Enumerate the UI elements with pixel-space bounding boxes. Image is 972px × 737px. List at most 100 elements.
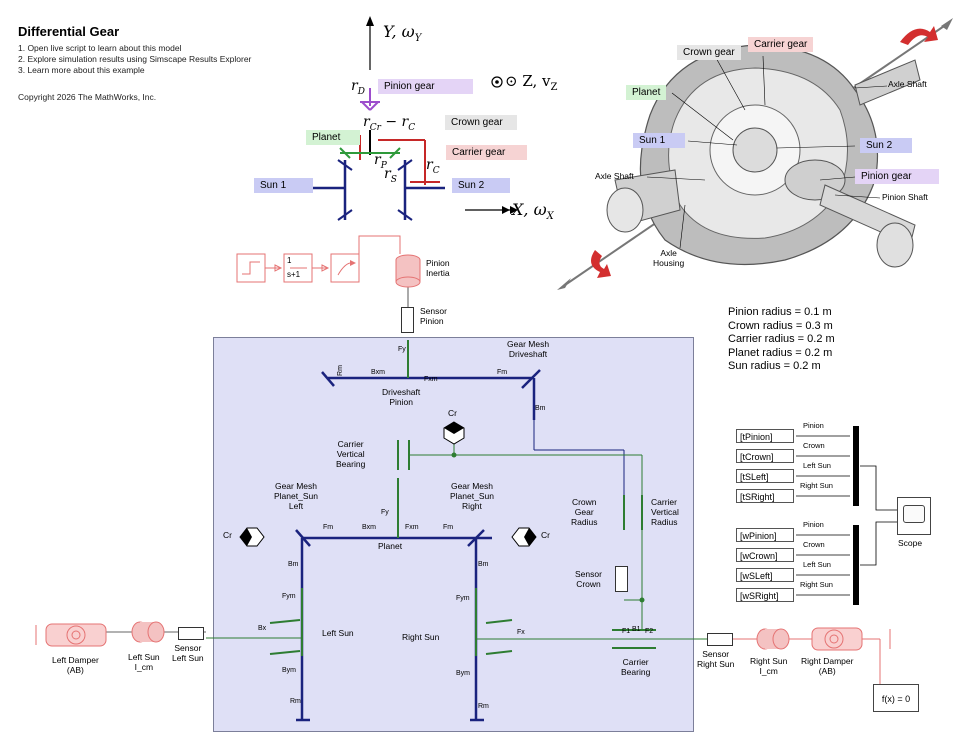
cutaway-planet: Planet bbox=[626, 85, 667, 100]
sensor-right-sun-label: Sensor Right Sun bbox=[697, 649, 735, 669]
cutaway-carrier-gear: Carrier gear bbox=[748, 37, 814, 52]
port-b1: B1 bbox=[632, 626, 641, 633]
cr-left-label: Cr bbox=[223, 530, 232, 540]
from-wpinion[interactable]: [wPinion] bbox=[736, 528, 794, 542]
from-tsright[interactable]: [tSRight] bbox=[736, 489, 794, 503]
bus-label-pinion-t: Pinion bbox=[803, 421, 824, 430]
model-title: Differential Gear bbox=[18, 24, 120, 39]
param-sun-radius: Sun radius = 0.2 m bbox=[728, 360, 821, 372]
differential-cutaway-illustration bbox=[557, 18, 953, 290]
port-bx: Bx bbox=[258, 625, 267, 632]
cutaway-axle-shaft-left: Axle Shaft bbox=[595, 171, 634, 181]
from-wcrown[interactable]: [wCrown] bbox=[736, 548, 794, 562]
planet-label[interactable]: Planet bbox=[378, 541, 403, 551]
r-cr-rc-label: rCr − rC bbox=[363, 114, 416, 133]
tf-numerator: 1 bbox=[287, 256, 292, 265]
right-sun-label[interactable]: Right Sun bbox=[402, 632, 440, 642]
port-bm-top: Bm bbox=[535, 405, 546, 412]
carrier-bearing-label[interactable]: Carrier Bearing bbox=[621, 657, 651, 677]
tf-denominator: s+1 bbox=[287, 270, 301, 279]
sensor-pinion-block[interactable] bbox=[401, 307, 414, 333]
sensor-crown-label: Sensor Crown bbox=[575, 569, 602, 589]
carrier-vertical-radius[interactable]: Carrier Vertical Radius bbox=[651, 497, 679, 527]
cr-top-label: Cr bbox=[448, 408, 457, 418]
from-tsleft[interactable]: [tSLeft] bbox=[736, 469, 794, 483]
crown-gear-radius[interactable]: Crown Gear Radius bbox=[571, 497, 598, 527]
right-damper-label[interactable]: Right Damper (AB) bbox=[801, 656, 854, 676]
tag-sun1: Sun 1 bbox=[254, 178, 313, 193]
differential-subsystem-area bbox=[213, 337, 694, 732]
port-bym-right: Bym bbox=[456, 670, 470, 677]
port-fm-left: Fm bbox=[323, 524, 334, 531]
port-fym-right: Fym bbox=[456, 595, 470, 602]
sensor-pinion-label: Sensor Pinion bbox=[420, 306, 447, 326]
port-f2: F2 bbox=[645, 628, 654, 635]
sensor-crown-block[interactable] bbox=[615, 566, 628, 592]
cutaway-axle-shaft-top: Axle Shaft bbox=[888, 79, 927, 89]
port-fy-mid: Fy bbox=[381, 509, 389, 516]
carrier-vertical-bearing[interactable]: Carrier Vertical Bearing bbox=[336, 439, 366, 469]
bus-label-crown-w: Crown bbox=[803, 540, 825, 549]
param-carrier-radius: Carrier radius = 0.2 m bbox=[728, 333, 835, 345]
parameter-list: Pinion radius = 0.1 m Crown radius = 0.3… bbox=[728, 306, 835, 374]
bus-label-rightsun-w: Right Sun bbox=[800, 580, 833, 589]
cutaway-axle-housing: Axle Housing bbox=[653, 248, 685, 268]
bus-label-pinion-w: Pinion bbox=[803, 520, 824, 529]
scope-block[interactable] bbox=[897, 497, 931, 535]
port-rm-top: Rm bbox=[336, 365, 344, 376]
from-tpinion[interactable]: [tPinion] bbox=[736, 429, 794, 443]
instruction-open-live-script[interactable]: 1. Open live script to learn about this … bbox=[18, 43, 182, 53]
axis-x-label: X, ωX bbox=[512, 200, 554, 223]
speed-bus-creator[interactable] bbox=[853, 525, 859, 605]
bus-label-crown-t: Crown bbox=[803, 441, 825, 450]
instruction-results-explorer[interactable]: 2. Explore simulation results using Sims… bbox=[18, 54, 252, 64]
left-sun-icm-label[interactable]: Left Sun I_cm bbox=[128, 652, 160, 672]
torque-bus-creator[interactable] bbox=[853, 426, 859, 506]
right-sun-icm-label[interactable]: Right Sun I_cm bbox=[750, 656, 788, 676]
pinion-inertia-label: Pinion Inertia bbox=[426, 258, 450, 278]
tag-carrier-gear: Carrier gear bbox=[446, 145, 527, 160]
port-bm-right: Bm bbox=[478, 561, 489, 568]
bus-label-leftsun-w: Left Sun bbox=[803, 560, 831, 569]
r-s-label: rS bbox=[384, 166, 397, 185]
port-fm-right: Fm bbox=[443, 524, 454, 531]
gear-mesh-planet-sun-left[interactable]: Gear Mesh Planet_Sun Left bbox=[274, 481, 318, 511]
port-fy-top: Fy bbox=[398, 346, 406, 353]
port-fm-top: Fm bbox=[497, 369, 508, 376]
port-rm-right: Rm bbox=[478, 703, 489, 710]
r-p-label: rP bbox=[374, 152, 387, 171]
tag-planet: Planet bbox=[306, 130, 360, 145]
driveshaft-pinion[interactable]: Driveshaft Pinion bbox=[382, 387, 421, 407]
cr-right-label: Cr bbox=[541, 530, 550, 540]
cutaway-pinion-shaft: Pinion Shaft bbox=[882, 192, 928, 202]
port-bym-left: Bym bbox=[282, 667, 296, 674]
param-pinion-radius: Pinion radius = 0.1 m bbox=[728, 306, 832, 318]
cutaway-sun2: Sun 2 bbox=[860, 138, 912, 153]
cutaway-pinion-gear: Pinion gear bbox=[855, 169, 939, 184]
gear-mesh-driveshaft[interactable]: Gear Mesh Driveshaft bbox=[507, 339, 550, 359]
from-tcrown[interactable]: [tCrown] bbox=[736, 449, 794, 463]
gear-mesh-planet-sun-right[interactable]: Gear Mesh Planet_Sun Right bbox=[450, 481, 494, 511]
port-rm-left: Rm bbox=[290, 698, 301, 705]
param-planet-radius: Planet radius = 0.2 m bbox=[728, 346, 833, 359]
sensor-left-sun-block[interactable] bbox=[178, 627, 204, 640]
fx-zero-block[interactable]: f(x) = 0 bbox=[873, 684, 919, 712]
sensor-right-sun-block[interactable] bbox=[707, 633, 733, 646]
left-damper-label[interactable]: Left Damper (AB) bbox=[52, 655, 99, 675]
port-bxm-mid: Bxm bbox=[362, 524, 376, 531]
from-wsleft[interactable]: [wSLeft] bbox=[736, 568, 794, 582]
instruction-learn-more[interactable]: 3. Learn more about this example bbox=[18, 65, 145, 75]
port-fx: Fx bbox=[517, 629, 525, 636]
left-sun-label[interactable]: Left Sun bbox=[322, 628, 354, 638]
axis-z-label: ⊙ Z, vZ bbox=[505, 72, 558, 93]
port-bxm-top: Bxm bbox=[371, 369, 385, 376]
port-f1: F1 bbox=[622, 628, 631, 635]
r-d-label: rD bbox=[351, 78, 365, 97]
bus-label-leftsun-t: Left Sun bbox=[803, 461, 831, 470]
r-c-label: rC bbox=[426, 157, 440, 176]
from-wsright[interactable]: [wSRight] bbox=[736, 588, 794, 602]
cutaway-crown-gear: Crown gear bbox=[677, 45, 741, 60]
copyright: Copyright 2026 The MathWorks, Inc. bbox=[18, 92, 157, 102]
tag-crown-gear: Crown gear bbox=[445, 115, 517, 130]
tag-sun2: Sun 2 bbox=[452, 178, 510, 193]
